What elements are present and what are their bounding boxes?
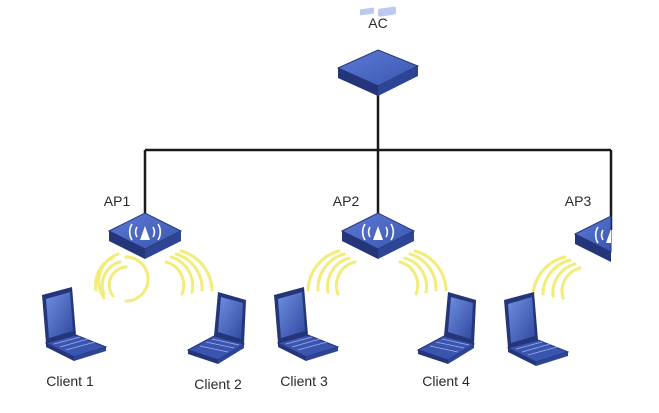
laptop-icon [186,292,246,364]
access-point-1: AP1 [104,193,183,259]
wireless-ap-icon [340,212,416,259]
client-2: Client 2 [186,292,246,392]
ap3-label: AP3 [565,193,592,209]
access-point-3: AP3 [565,193,612,262]
ap2-signal-left-icon [306,249,357,296]
laptop-icon [416,292,476,364]
laptop-icon [504,292,570,366]
ap3-signal-left-icon [531,255,582,300]
ap1-signal-right-icon [164,249,214,296]
laptop-icon [274,287,340,361]
ap2-label: AP2 [333,193,360,209]
ac-label: AC [368,15,387,31]
client-2-label: Client 2 [194,376,242,392]
client-3-label: Client 3 [280,373,328,389]
laptop-icon [42,287,108,361]
access-point-2: AP2 [333,193,416,259]
ap2-signal-right-icon [398,249,448,296]
connection-lines [143,84,613,230]
ap1-signal-left-icon [94,252,150,303]
client-1-label: Client 1 [46,373,94,389]
client-4: Client 4 [416,292,476,389]
ap1-label: AP1 [104,193,131,209]
client-4-label: Client 4 [422,373,470,389]
client-5 [504,292,570,366]
client-1: Client 1 [42,287,108,389]
wireless-signals [94,249,582,303]
wireless-ap-icon [573,215,612,262]
access-controller: AC [336,6,420,96]
wireless-ap-icon [107,212,183,259]
access-controller-icon [336,6,420,96]
client-3: Client 3 [274,287,340,389]
